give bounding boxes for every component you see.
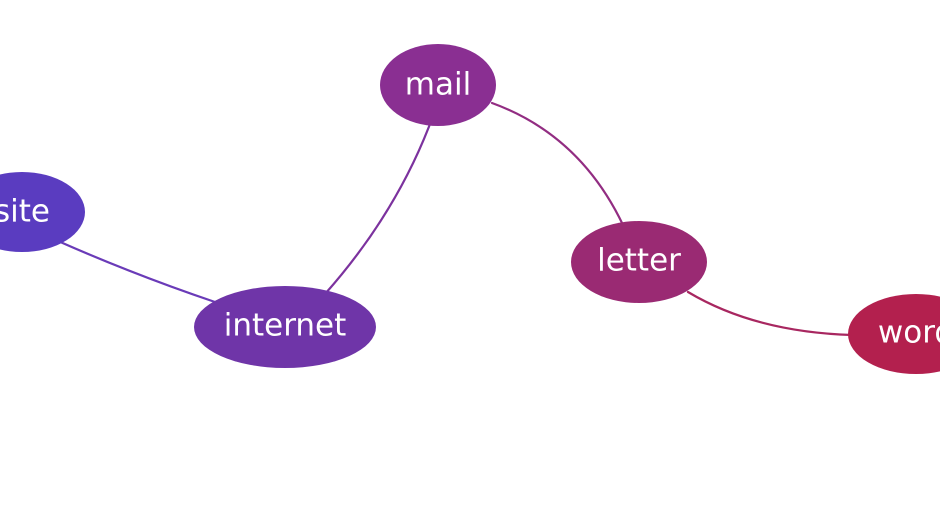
node-word-shape: [848, 294, 940, 374]
node-letter[interactable]: letter: [571, 221, 707, 303]
node-letter-label: letter: [597, 243, 681, 279]
edge-mail-letter: [490, 101, 625, 227]
node-site[interactable]: site: [0, 172, 85, 252]
node-word[interactable]: word: [848, 294, 940, 374]
edge-letter-word: [686, 290, 854, 337]
node-layer: site internet mail letter word: [0, 44, 940, 374]
edge-site-internet: [56, 239, 217, 304]
node-internet-shape: [194, 286, 376, 368]
edge-internet-mail: [323, 122, 432, 296]
node-site-shape: [0, 172, 85, 252]
node-mail-label: mail: [405, 67, 471, 103]
node-mail-shape: [380, 44, 496, 126]
node-site-label: site: [0, 194, 50, 230]
node-mail[interactable]: mail: [380, 44, 496, 126]
node-internet-label: internet: [224, 308, 347, 344]
edge-layer: [56, 101, 854, 337]
node-internet[interactable]: internet: [194, 286, 376, 368]
node-letter-shape: [571, 221, 707, 303]
node-word-label: word: [878, 315, 940, 351]
